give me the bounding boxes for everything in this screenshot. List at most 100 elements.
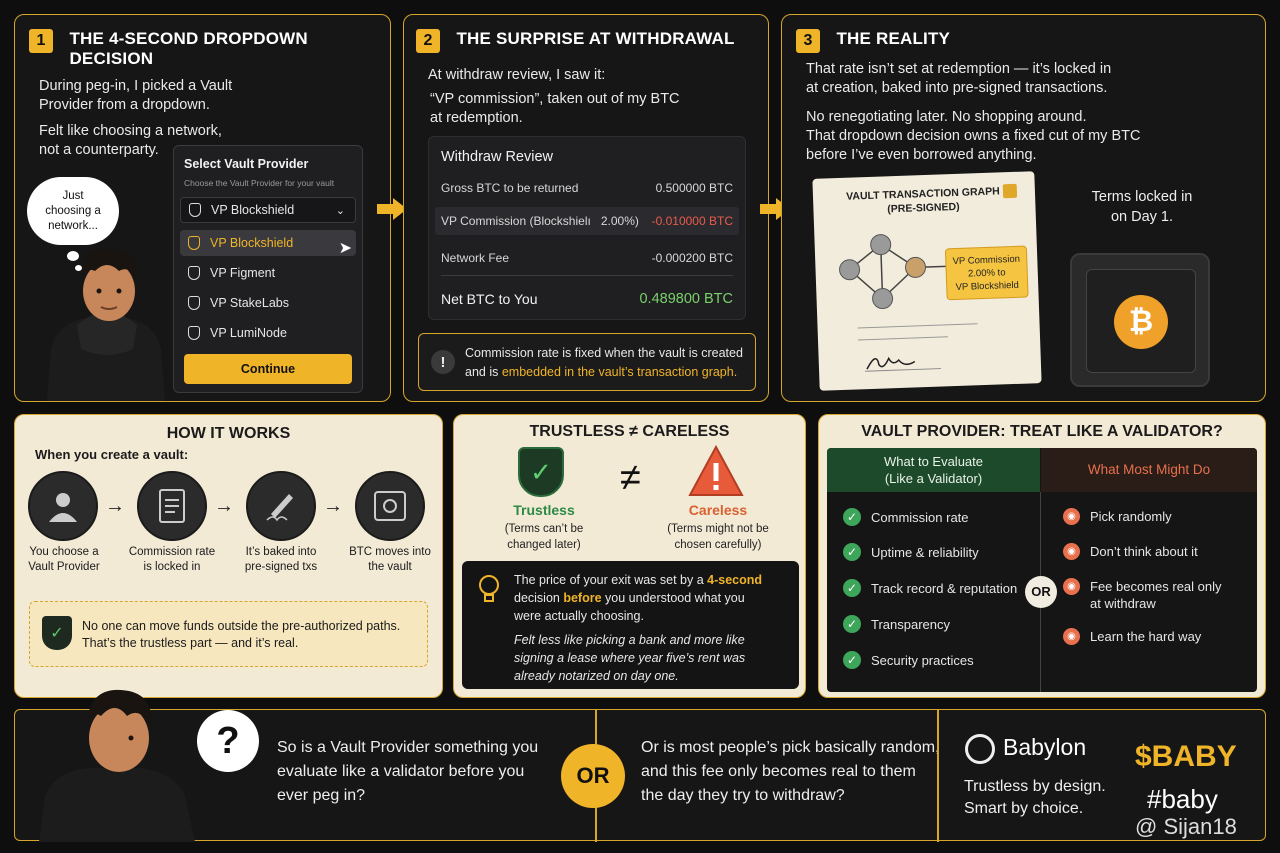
dropdown-subtitle: Choose the Vault Provider for your vault <box>184 178 335 188</box>
safe-icon <box>355 471 425 541</box>
common-item: ◉ Don’t think about it <box>1063 543 1198 560</box>
bubble-dot-1 <box>67 251 79 261</box>
evaluate-item: ✓Commission rate <box>843 508 969 526</box>
arrow-right-icon: → <box>214 495 234 517</box>
check-icon: ✓ <box>843 543 861 561</box>
review-row-gross: Gross BTC to be returned 0.500000 BTC <box>441 181 733 195</box>
option-label: VP Figment <box>210 266 276 280</box>
dropdown-option-stakelabs[interactable]: VP StakeLabs <box>180 290 356 316</box>
panel2-title: THE SURPRISE AT WITHDRAWAL <box>456 29 735 48</box>
item-label: Commission rate <box>871 509 969 525</box>
thought-bubble: Just choosing a network... <box>27 177 119 245</box>
net-value: 0.489800 BTC <box>639 291 733 307</box>
question-mark: ? <box>216 720 240 762</box>
or-badge: OR <box>1025 576 1057 608</box>
item-label: Learn the hard way <box>1090 629 1202 644</box>
exit-price-quote: The price of your exit was set by a 4-se… <box>462 561 799 689</box>
check-icon: ✓ <box>843 579 861 597</box>
left-header: What to Evaluate (Like a Validator) <box>827 448 1040 492</box>
option-label: VP StakeLabs <box>210 296 289 310</box>
step-number-1: 1 <box>29 29 53 53</box>
arrow-right-icon: → <box>323 495 343 517</box>
pen-icon <box>246 471 316 541</box>
person-illustration <box>47 248 165 401</box>
document-icon <box>137 471 207 541</box>
shield-icon <box>188 236 200 250</box>
check-icon: ✓ <box>843 651 861 669</box>
quote-highlight: before <box>563 591 602 605</box>
watermark-text: @ Sijan18 <box>1135 814 1237 839</box>
item-label: Pick randomly <box>1090 509 1172 524</box>
quote-part: decision <box>514 591 560 605</box>
step-number-2: 2 <box>416 29 440 53</box>
row-pct: 2.00%) <box>600 214 639 228</box>
item-label: Don’t think about it <box>1090 544 1198 559</box>
doc-line <box>857 336 948 341</box>
shield-check-icon: ✓ <box>42 616 72 650</box>
step-caption-3: It’s baked into pre-signed txs <box>244 546 318 573</box>
step-caption-2: Commission rate is locked in <box>128 546 216 573</box>
panel1-title: THE 4-SECOND DROPDOWN DECISION <box>69 29 308 68</box>
lock-icon <box>1002 183 1018 199</box>
chevron-down-icon: ⌄ <box>335 204 345 217</box>
panel-validator: VAULT PROVIDER: TREAT LIKE A VALIDATOR? … <box>818 414 1266 698</box>
step-caption-1: You choose a Vault Provider <box>28 546 100 573</box>
dropdown-select[interactable]: VP Blockshield ⌄ <box>180 197 356 223</box>
trustless-sub: (Terms can’t be changed later) <box>504 523 584 551</box>
common-item: ◉ Learn the hard way <box>1063 628 1201 645</box>
evaluate-item: ✓Transparency <box>843 615 950 633</box>
evaluate-item: ✓Security practices <box>843 651 974 669</box>
question-left: So is a Vault Provider something you eva… <box>277 739 539 804</box>
panel-withdrawal-surprise: 2 THE SURPRISE AT WITHDRAWAL At withdraw… <box>403 14 769 402</box>
evaluate-item: ✓Uptime & reliability <box>843 543 979 561</box>
validator-title: VAULT PROVIDER: TREAT LIKE A VALIDATOR? <box>861 423 1223 440</box>
bitcoin-icon: ₿ <box>1114 295 1168 349</box>
person-thinking-illustration <box>39 689 195 842</box>
shield-icon <box>188 326 200 340</box>
bubble-dot-2 <box>75 265 82 271</box>
lightbulb-icon <box>476 573 502 605</box>
commission-tag: VP Commission 2.00% to VP Blockshield <box>944 245 1029 301</box>
arrow-right-icon <box>760 204 776 214</box>
not-equal-sign: ≠ <box>620 457 641 499</box>
dropdown-option-figment[interactable]: VP Figment <box>180 260 356 286</box>
x-icon: ◉ <box>1063 578 1080 595</box>
lease-quote: Felt less like picking a bank and more l… <box>514 633 746 683</box>
dropdown-title: Select Vault Provider <box>184 157 309 171</box>
row-value: 0.500000 BTC <box>655 181 733 195</box>
dropdown-option-blockshield[interactable]: VP Blockshield ➤ <box>180 230 356 257</box>
or-circle: OR <box>561 744 625 808</box>
commission-note: ! Commission rate is fixed when the vaul… <box>418 333 756 391</box>
item-label: Track record & reputation <box>871 580 1018 596</box>
question-bubble-icon: ? <box>197 710 259 772</box>
step-number-3: 3 <box>796 29 820 53</box>
ticker: $BABY <box>1135 740 1237 773</box>
hashtag: #baby <box>1147 784 1218 814</box>
panel-divider <box>937 710 939 842</box>
doc-line <box>857 323 978 329</box>
panel-dropdown-decision: 1 THE 4-SECOND DROPDOWN DECISION During … <box>14 14 391 402</box>
terms-locked-text: Terms locked in on Day 1. <box>1091 189 1193 225</box>
x-icon: ◉ <box>1063 508 1080 525</box>
continue-button[interactable]: Continue <box>184 354 352 384</box>
x-icon: ◉ <box>1063 543 1080 560</box>
row-label: VP Commission (Blockshielı <box>441 214 591 228</box>
review-title: Withdraw Review <box>441 149 553 165</box>
dropdown-selected-value: VP Blockshield <box>211 203 295 217</box>
quote-part: The price of your exit was set by a <box>514 573 708 587</box>
note-highlight: embedded in the vault’s transaction grap… <box>501 365 738 379</box>
x-icon: ◉ <box>1063 628 1080 645</box>
panel3-text1: That rate isn’t set at redemption — it’s… <box>806 61 1112 96</box>
continue-label: Continue <box>240 362 296 376</box>
vault-provider-dropdown: Select Vault Provider Choose the Vault P… <box>173 145 363 393</box>
option-label: VP Blockshield <box>210 236 294 250</box>
bubble-text: Just choosing a network... <box>45 190 101 232</box>
babylon-logo-icon <box>965 734 995 764</box>
dropdown-option-luminode[interactable]: VP LumiNode <box>180 320 356 346</box>
panel3-title: THE REALITY <box>836 29 951 48</box>
review-row-net: Net BTC to You 0.489800 BTC <box>441 291 733 307</box>
comparison-table: What to Evaluate (Like a Validator) What… <box>827 448 1257 692</box>
arrow-right-icon: → <box>105 495 125 517</box>
item-label: Fee becomes real only at withdraw <box>1090 579 1222 611</box>
panel-how-it-works: HOW IT WORKS When you create a vault: → … <box>14 414 443 698</box>
